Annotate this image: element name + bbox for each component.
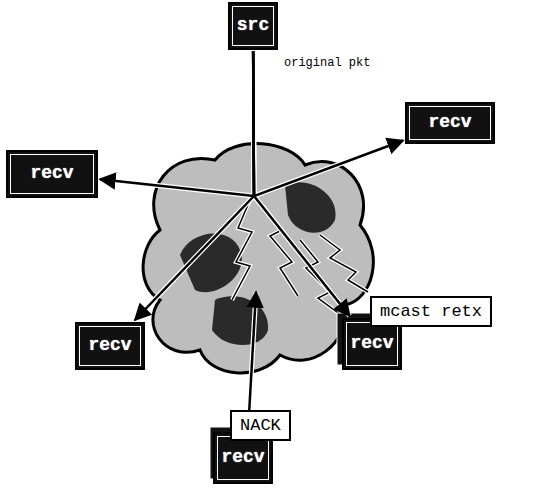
host-label: recv: [88, 336, 131, 356]
cloud-shade: [285, 182, 336, 232]
host-label: recv: [428, 113, 471, 133]
cloud-shade: [212, 296, 268, 345]
connector-halo: [253, 51, 350, 316]
packet-arrow: [135, 51, 254, 320]
receiver-host: recv: [75, 322, 145, 370]
host-label: recv: [350, 334, 393, 354]
receiver-host: recv: [405, 102, 495, 144]
source-host: src: [228, 2, 278, 50]
callout-box: mcast retx: [370, 296, 492, 327]
host-label: recv: [30, 164, 73, 184]
callout-box: NACK: [230, 410, 291, 441]
connector-halo: [100, 51, 254, 196]
packet-arrow: [253, 51, 403, 196]
host-label: src: [237, 16, 269, 36]
connector-halo: [253, 51, 403, 196]
retransmission-bolts: [232, 200, 368, 318]
receiver-host: recv: [6, 150, 98, 198]
host-label: recv: [221, 448, 264, 468]
arrow-label: original pkt: [282, 56, 372, 70]
packet-arrow: [253, 51, 350, 316]
packet-arrow: [100, 51, 254, 196]
